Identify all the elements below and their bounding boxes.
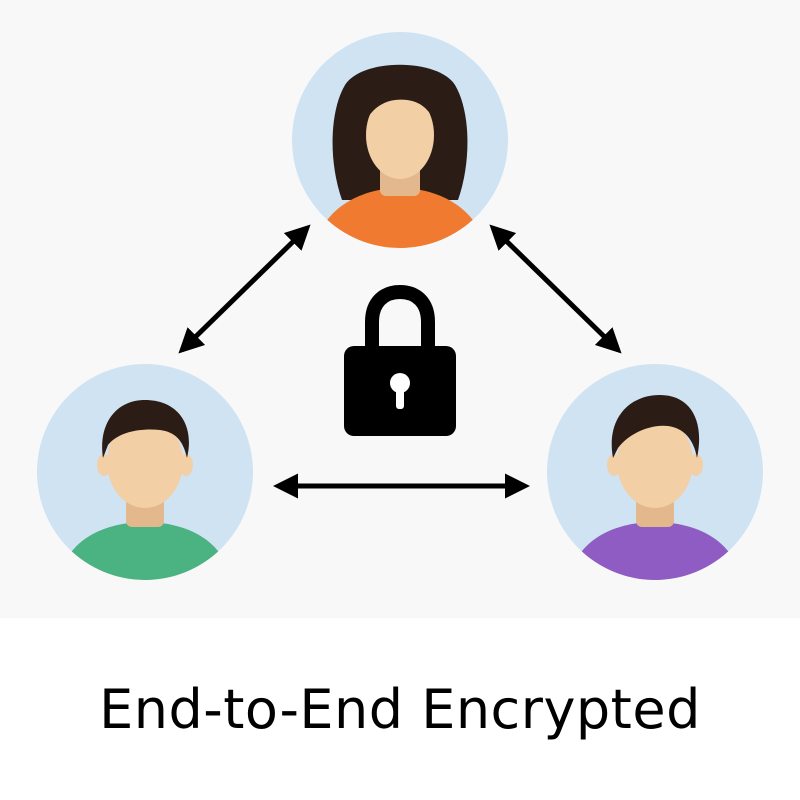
face [617, 416, 693, 508]
encryption-diagram [37, 32, 763, 580]
shirt [315, 188, 485, 248]
hair [102, 400, 189, 458]
keyhole [390, 373, 410, 393]
face [107, 416, 183, 508]
face [366, 91, 434, 179]
keyhole-slot [396, 385, 404, 409]
hair [611, 395, 700, 458]
arrow-top-left [178, 224, 311, 354]
user-left-avatar [37, 364, 253, 580]
padlock-shackle [365, 284, 435, 350]
hair-front [362, 78, 439, 130]
shirt [570, 522, 740, 580]
diagram-caption: End-to-End Encrypted [99, 678, 701, 741]
user-top-avatar [292, 32, 508, 248]
shirt [60, 522, 230, 580]
arrow-top-right [489, 224, 622, 354]
user-right-avatar [547, 364, 763, 580]
diagram-area [37, 32, 763, 580]
padlock-icon [344, 284, 456, 436]
